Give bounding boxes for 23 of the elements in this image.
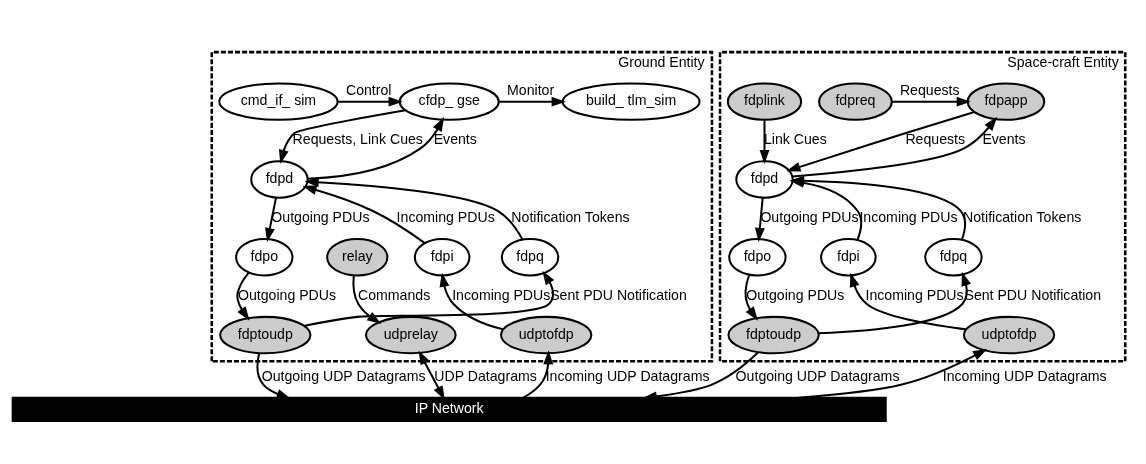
- edge-label: Requests: [905, 130, 966, 147]
- edge-label: Notification Tokens: [963, 208, 1082, 225]
- edge-label: Incoming PDUs: [865, 286, 964, 303]
- edge-label: Outgoing UDP Datagrams: [735, 367, 900, 384]
- edge-label: Outgoing UDP Datagrams: [261, 367, 426, 384]
- edge-label: Commands: [358, 286, 431, 303]
- edge-label: Incoming UDP Datagrams: [942, 367, 1107, 384]
- edge-label: Requests, Link Cues: [292, 130, 423, 147]
- edge-label: Outgoing PDUs: [746, 286, 845, 303]
- edge-label: Events: [982, 130, 1026, 147]
- edge-label: Incoming PDUs: [452, 286, 551, 303]
- edge-label: Link Cues: [763, 130, 827, 147]
- edge-label: UDP Datagrams: [434, 367, 537, 384]
- edge-label: Outgoing PDUs: [237, 286, 337, 303]
- edge-label: Events: [433, 130, 477, 147]
- edge-label: Monitor: [507, 81, 555, 98]
- edge-label: Requests: [899, 81, 960, 98]
- edge-label: Control: [345, 81, 392, 98]
- edge-label: Notification Tokens: [511, 208, 630, 225]
- edge-label: Incoming UDP Datagrams: [545, 367, 710, 384]
- edge-label: Incoming PDUs: [396, 208, 495, 225]
- edge-label: Outgoing PDUs: [271, 208, 370, 225]
- edge-label: Incoming PDUs: [859, 208, 958, 225]
